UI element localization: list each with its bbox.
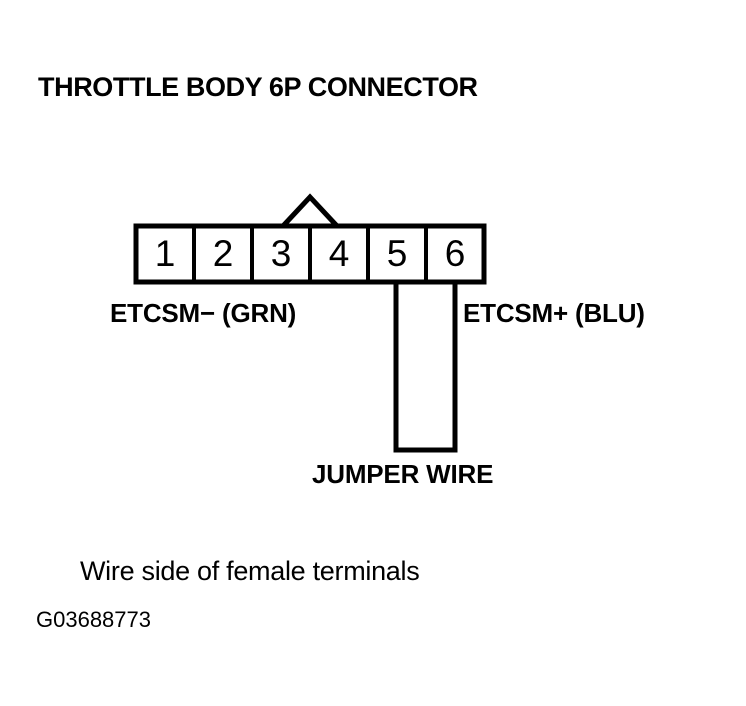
locking-tab-icon — [281, 193, 339, 228]
terminal-label-left: ETCSM− (GRN) — [110, 298, 297, 328]
terminal-label-right: ETCSM+ (BLU) — [463, 298, 645, 328]
figure-caption: Wire side of female terminals — [80, 556, 420, 586]
pin-number-1: 1 — [154, 233, 176, 274]
pin-number-6: 6 — [444, 233, 466, 274]
figure-id: G03688773 — [36, 607, 151, 632]
pin-number-3: 3 — [270, 233, 292, 274]
jumper-wire-label: JUMPER WIRE — [312, 459, 494, 489]
figure-title: THROTTLE BODY 6P CONNECTOR — [38, 72, 478, 102]
pin-number-5: 5 — [386, 233, 408, 274]
pin-number-4: 4 — [328, 233, 350, 274]
pin-number-2: 2 — [212, 233, 234, 274]
jumper-wire-shape — [393, 282, 458, 453]
